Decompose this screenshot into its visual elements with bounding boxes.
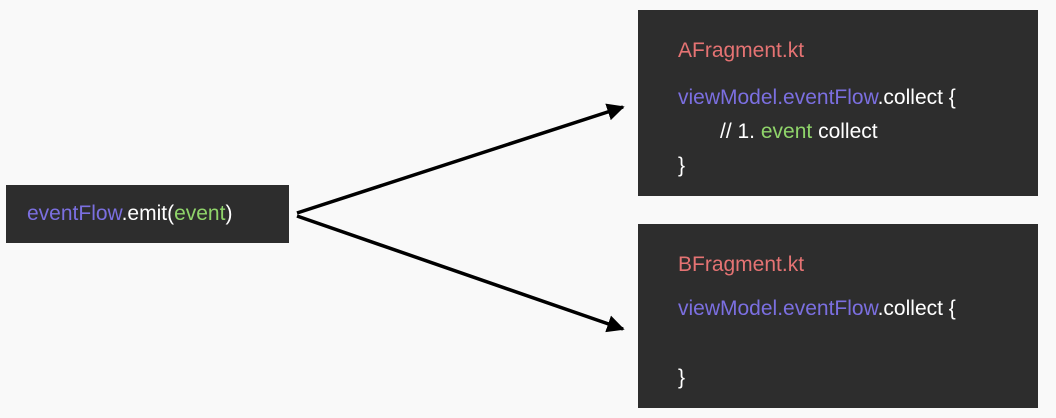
emit-code-box: eventFlow.emit(event) — [6, 185, 289, 243]
afragment-comment-line: // 1. event collect — [720, 120, 878, 144]
afragment-collect-call: .collect { — [877, 86, 956, 109]
emit-flow-name: eventFlow — [27, 202, 122, 225]
bfragment-file-name: BFragment.kt — [678, 253, 805, 276]
afragment-code-box: AFragment.kt viewModel.eventFlow.collect… — [638, 10, 1038, 196]
emit-close-paren: ) — [225, 202, 233, 225]
afragment-comment-suffix: collect — [812, 120, 878, 143]
arrow-to-afragment — [296, 103, 625, 215]
bfragment-collect-line: viewModel.eventFlow.collect { — [678, 297, 956, 321]
bfragment-collect-call: .collect { — [877, 297, 956, 320]
bfragment-receiver: viewModel.eventFlow — [678, 297, 878, 320]
afragment-comment-prefix: // 1. — [720, 120, 761, 143]
afragment-file-name: AFragment.kt — [678, 39, 805, 62]
emit-method: .emit( — [121, 202, 175, 225]
afragment-receiver: viewModel.eventFlow — [678, 86, 878, 109]
afragment-collect-line: viewModel.eventFlow.collect { — [678, 86, 956, 110]
bfragment-code-box: BFragment.kt viewModel.eventFlow.collect… — [638, 224, 1038, 408]
bfragment-close-brace: } — [678, 366, 686, 389]
emit-argument: event — [174, 202, 226, 225]
arrow-to-bfragment — [296, 214, 625, 333]
afragment-comment-event: event — [760, 120, 813, 143]
afragment-close-brace: } — [678, 154, 686, 177]
